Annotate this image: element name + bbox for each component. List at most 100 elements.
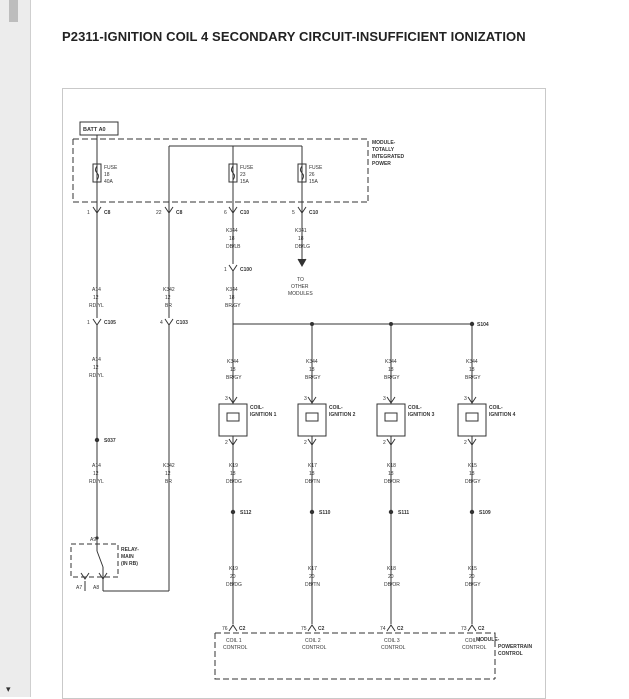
coil-4-splice-label: S109 — [479, 510, 491, 516]
coil-3-name-2: IGNITION 3 — [408, 412, 435, 418]
coil-3-pcm-wire-color: DB/OR — [384, 582, 400, 588]
splice-s112 — [230, 509, 236, 515]
tipm-label-4: POWER — [372, 161, 391, 167]
connector-c10-b: C10 — [309, 210, 318, 216]
coil-1-pin-top: 3 — [225, 396, 228, 402]
coil-1-control-2: CONTROL — [223, 645, 248, 651]
c103-pin: 4 — [160, 320, 163, 326]
coil-4-name-2: IGNITION 4 — [489, 412, 516, 418]
bus-junction — [310, 322, 314, 326]
coil-2-pin-bottom: 2 — [304, 440, 307, 446]
wire-a14b-code: A14 — [92, 357, 101, 363]
relay-pin-a8: A8 — [93, 585, 99, 591]
splice-s110 — [309, 509, 315, 515]
coil-4-wire-gauge: 18 — [469, 471, 475, 477]
batt-label: BATT A0 — [83, 127, 106, 133]
wire-k342b-color: BR — [165, 479, 172, 485]
battery-box — [79, 121, 119, 136]
coil-2-top-wire-gauge: 18 — [309, 367, 315, 373]
coil-1-top-wire-color: BR/GY — [226, 375, 242, 381]
fuse-1-rating: 40A — [104, 179, 114, 185]
tipm-label-3: INTEGRATED — [372, 154, 405, 160]
page-title: P2311-IGNITION COIL 4 SECONDARY CIRCUIT-… — [62, 29, 526, 44]
c8-pin-22: 22 — [156, 210, 162, 216]
coil-4-pcm-pin: 73 — [461, 626, 467, 632]
coil-3-top-wire-gauge: 18 — [388, 367, 394, 373]
coil-4-pcm-wire-code: K15 — [468, 566, 477, 572]
coil-3-control-2: CONTROL — [381, 645, 406, 651]
coil-4-top-wire-color: BR/GY — [465, 375, 481, 381]
scroll-down-arrow-icon[interactable]: ▾ — [6, 685, 11, 695]
coil-2-top-wire-code: K344 — [306, 359, 318, 365]
coil-3-name-1: COIL- — [408, 405, 422, 411]
coil-1-pcm-wire-code: K19 — [229, 566, 238, 572]
coil-4-wire-color: DB/GY — [465, 479, 481, 485]
fuse-1-number: 18 — [104, 172, 110, 178]
wire-k344-gauge: 18 — [229, 236, 235, 242]
relay-label-1: RELAY- — [121, 547, 139, 553]
coil-4-pcm-connector: C2 — [478, 626, 485, 632]
to-other-2: OTHER — [291, 284, 309, 290]
coil-2-control-1: COIL 2 — [305, 638, 321, 644]
connector-c10-a: C10 — [240, 210, 249, 216]
coil-2-pcm-pin: 75 — [301, 626, 307, 632]
fuse-1-text: FUSE — [104, 165, 118, 171]
coil-1-pcm-wire-gauge: 20 — [230, 574, 236, 580]
fuse-2-text: FUSE — [240, 165, 254, 171]
splice-s109 — [469, 509, 475, 515]
coil-2-pcm-connector: C2 — [318, 626, 325, 632]
pcm-label-1: MODULE- — [476, 637, 500, 643]
coil-1-pin-bottom: 2 — [225, 440, 228, 446]
coil-2-wire-gauge: 18 — [309, 471, 315, 477]
coil-4-control-2: CONTROL — [462, 645, 487, 651]
fuse-18-symbol — [92, 163, 102, 183]
scrollbar[interactable]: ▾ — [0, 0, 31, 697]
scrollbar-thumb[interactable] — [9, 0, 18, 22]
coil-1-top-wire-gauge: 18 — [230, 367, 236, 373]
c8-pin-1: 1 — [87, 210, 90, 216]
coil-3-wire-color: DB/OR — [384, 479, 400, 485]
coil-1-name-1: COIL- — [250, 405, 264, 411]
fuse-2-number: 23 — [240, 172, 246, 178]
wire-a14b-color: RD/YL — [89, 373, 104, 379]
coil-1-pcm-wire-color: DB/DG — [226, 582, 242, 588]
coil-2-pin-top: 3 — [304, 396, 307, 402]
connector-c103: C103 — [176, 320, 188, 326]
wire-a14-code: A14 — [92, 287, 101, 293]
fuse-23-symbol — [228, 163, 238, 183]
coil-2-pcm-wire-gauge: 20 — [309, 574, 315, 580]
coil-3-wire-code: K18 — [387, 463, 396, 469]
wire-k341-code: K341 — [295, 228, 307, 234]
wire-k344b-code: K344 — [226, 287, 238, 293]
coil-1-wire-code: K19 — [229, 463, 238, 469]
wiring-diagram: BATT A0 MODULE- TOTALLY INTEGRATED POWER… — [62, 88, 546, 699]
wire-k344b-gauge: 18 — [229, 295, 235, 301]
relay-label-3: (IN RB) — [121, 561, 138, 567]
coil-4-pin-top: 3 — [464, 396, 467, 402]
coil-2-name-1: COIL- — [329, 405, 343, 411]
relay-pin-a7: A7 — [76, 585, 82, 591]
coil-3-pcm-wire-code: K18 — [387, 566, 396, 572]
tipm-label-2: TOTALLY — [372, 147, 395, 153]
wire-a14b-gauge: 12 — [93, 365, 99, 371]
wire-k344-code: K344 — [226, 228, 238, 234]
wire-k341-gauge: 18 — [298, 236, 304, 242]
wire-k342-code: K342 — [163, 287, 175, 293]
coil-1-control-1: COIL 1 — [226, 638, 242, 644]
relay-label-2: MAIN — [121, 554, 134, 560]
coil-1-wire-gauge: 18 — [230, 471, 236, 477]
bus-junction — [389, 322, 393, 326]
connector-c8-b: C8 — [176, 210, 183, 216]
wiring-diagram-svg: BATT A0 MODULE- TOTALLY INTEGRATED POWER… — [70, 121, 533, 680]
coil-2-box — [297, 403, 327, 437]
coil-1-wire-color: DB/DG — [226, 479, 242, 485]
wire-a14c-color: RD/YL — [89, 479, 104, 485]
c10-pin-5: 5 — [292, 210, 295, 216]
fuse-3-number: 26 — [309, 172, 315, 178]
coil-3-box — [376, 403, 406, 437]
connector-c105: C105 — [104, 320, 116, 326]
coil-4-pin-bottom: 2 — [464, 440, 467, 446]
coil-1-pcm-pin: 76 — [222, 626, 228, 632]
coil-3-splice-label: S111 — [398, 510, 409, 516]
relay-main-box — [70, 543, 119, 578]
